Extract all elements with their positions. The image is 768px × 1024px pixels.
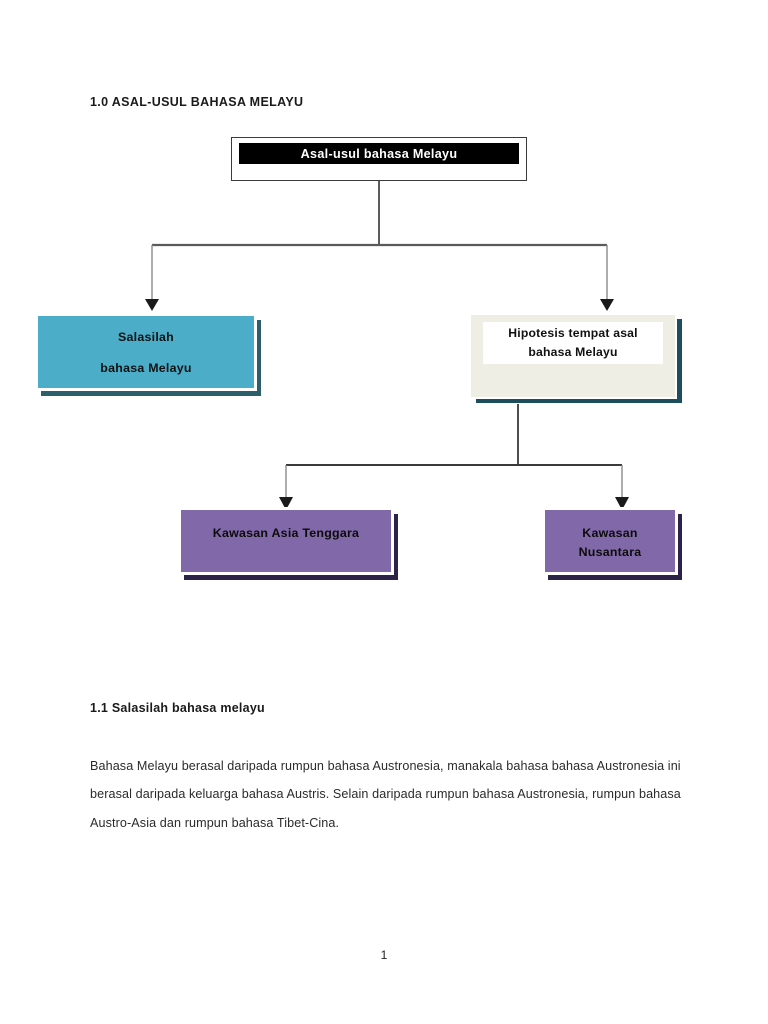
node-nusantara-line1: Kawasan xyxy=(582,526,638,540)
page-number: 1 xyxy=(380,948,388,962)
root-title-label: Asal-usul bahasa Melayu xyxy=(300,146,458,161)
connector-lines xyxy=(145,181,629,510)
body-paragraph: Bahasa Melayu berasal daripada rumpun ba… xyxy=(90,758,681,830)
hipotesis-text-panel: Hipotesis tempat asal bahasa Melayu xyxy=(483,322,663,364)
node-kawasan-nusantara[interactable]: Kawasan Nusantara xyxy=(542,507,678,575)
arrowhead-salasilah xyxy=(145,299,159,311)
node-kawasan-asia-tenggara[interactable]: Kawasan Asia Tenggara xyxy=(178,507,394,575)
section-subtitle: 1.1 Salasilah bahasa melayu xyxy=(90,701,265,716)
node-nusantara-line2: Nusantara xyxy=(578,545,642,559)
arrowhead-asia-tenggara xyxy=(279,497,293,510)
node-salasilah-line2: bahasa Melayu xyxy=(100,360,192,375)
node-hipotesis-line1: Hipotesis tempat asal xyxy=(508,326,638,340)
arrowhead-nusantara xyxy=(615,497,629,510)
root-title-band: Asal-usul bahasa Melayu xyxy=(239,143,519,164)
node-hipotesis-line2: bahasa Melayu xyxy=(528,345,618,359)
arrowhead-hipotesis xyxy=(600,299,614,311)
node-salasilah[interactable]: Salasilah bahasa Melayu xyxy=(35,313,257,391)
page-title: 1.0 ASAL-USUL BAHASA MELAYU xyxy=(90,95,304,110)
node-salasilah-line1: Salasilah xyxy=(118,329,174,344)
node-asia-tenggara-line1: Kawasan Asia Tenggara xyxy=(212,526,360,540)
node-asal-usul-root[interactable]: Asal-usul bahasa Melayu xyxy=(231,137,527,181)
node-hipotesis[interactable]: Hipotesis tempat asal bahasa Melayu xyxy=(469,313,677,399)
org-chart-diagram: Asal-usul bahasa Melayu Salasilah bahasa… xyxy=(35,137,678,575)
